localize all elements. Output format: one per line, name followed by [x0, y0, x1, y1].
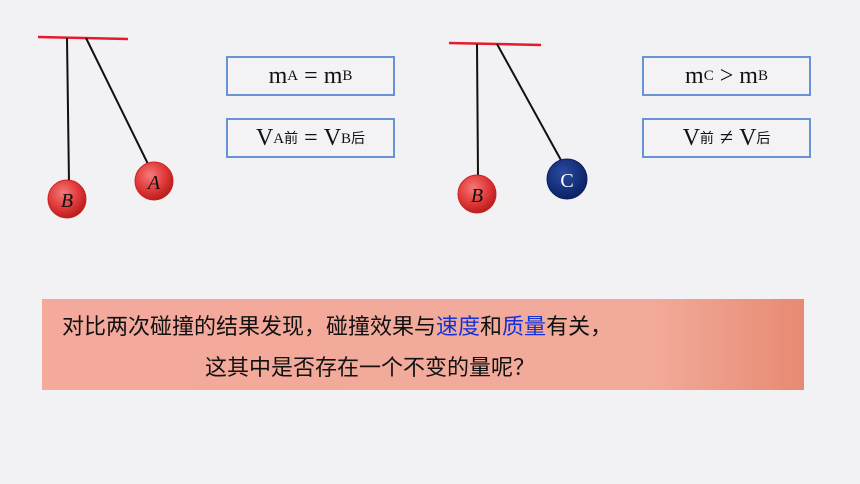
banner-line-1: 对比两次碰撞的结果发现，碰撞效果与速度和质量有关， — [62, 309, 612, 341]
banner-text: 和 — [480, 315, 503, 340]
left-ball-a — [134, 161, 174, 201]
subscript-after-cn: 后 — [756, 131, 771, 147]
banner-line-2: 这其中是否存在一个不变的量呢？ — [205, 356, 536, 381]
right-ball-c — [546, 158, 588, 200]
not-equal-sign: ≠ — [719, 124, 734, 151]
banner-text: 对比两次碰撞的结果发现，碰撞效果与 — [62, 315, 437, 340]
subscript-before: 前 — [700, 128, 714, 148]
equals-sign: = — [304, 124, 318, 151]
subscript-b: B — [341, 131, 352, 147]
right-ball-b-label: B — [471, 185, 483, 207]
subscript-a: A — [273, 131, 285, 147]
right-string-b — [476, 43, 479, 177]
subscript-c: C — [703, 67, 714, 84]
left-ball-a-label: A — [146, 172, 161, 194]
left-ball-b-label: B — [61, 190, 73, 212]
mass-symbol: m — [685, 62, 704, 89]
greater-than-sign: > — [719, 62, 734, 89]
right-ball-b — [457, 174, 497, 214]
subscript-a-before: A前 — [273, 128, 298, 148]
right-pendulum-group: B C — [448, 41, 588, 214]
subscript-before-cn: 前 — [284, 131, 299, 147]
subscript-b: B — [342, 67, 353, 84]
left-string-b — [66, 37, 70, 184]
subscript-a: A — [287, 67, 299, 84]
left-pendulum-group: B A — [37, 35, 174, 219]
right-string-c — [496, 43, 563, 163]
subscript-after: 后 — [756, 128, 770, 148]
left-ball-b — [47, 179, 87, 219]
mass-symbol: m — [739, 62, 758, 89]
highlight-speed: 速度 — [436, 315, 481, 340]
highlight-mass: 质量 — [502, 315, 547, 340]
subscript-before-cn: 前 — [699, 131, 714, 147]
velocity-symbol: V — [255, 124, 274, 151]
subscript-after-cn: 后 — [351, 131, 366, 147]
velocity-symbol: V — [682, 124, 700, 151]
banner-text: 有关， — [546, 315, 613, 340]
left-support-bar — [37, 35, 129, 41]
conclusion-banner: 对比两次碰撞的结果发现，碰撞效果与速度和质量有关， 这其中是否存在一个不变的量呢… — [42, 299, 804, 390]
right-support-bar — [448, 41, 542, 47]
equals-sign: = — [304, 62, 318, 89]
subscript-b-after: B后 — [341, 128, 365, 148]
right-ball-c-label: C — [560, 170, 573, 192]
velocity-symbol: V — [323, 124, 342, 151]
mass-symbol: m — [323, 62, 343, 89]
left-string-a — [85, 37, 149, 165]
subscript-b: B — [757, 67, 768, 84]
velocity-symbol: V — [739, 124, 757, 151]
mass-symbol: m — [268, 62, 288, 89]
